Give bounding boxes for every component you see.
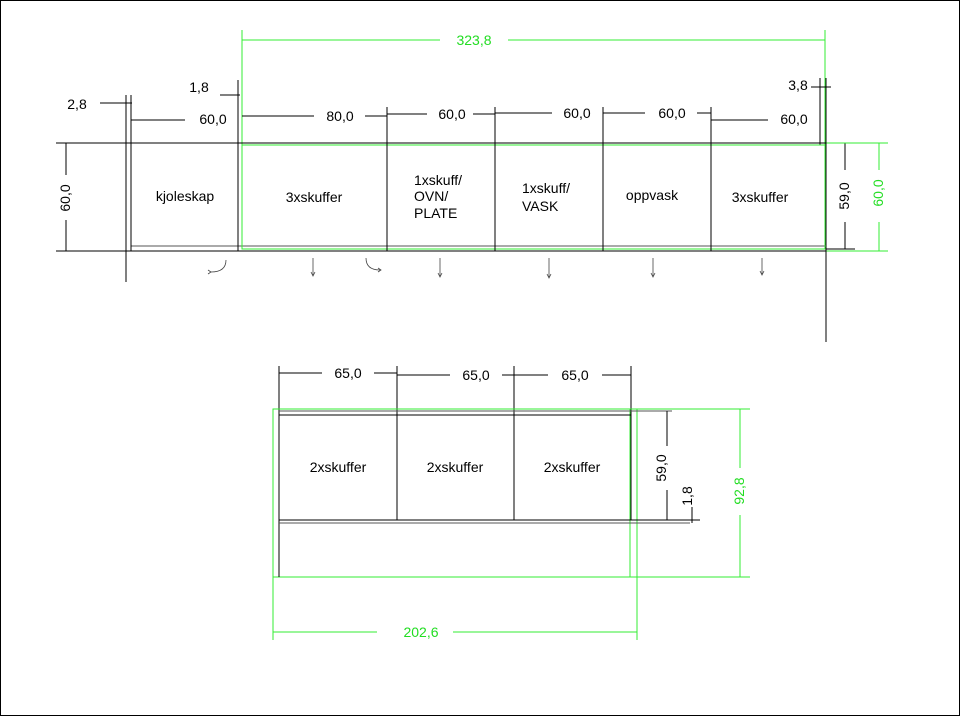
width-label-6: 60,0: [780, 111, 807, 127]
left-depth-label: 60,0: [57, 184, 73, 211]
right-outer-depth-label: 60,0: [870, 179, 886, 206]
overall-width-dimension: 323,8: [241, 30, 826, 145]
width-label-3: 60,0: [438, 106, 465, 122]
left-depth-dimension: 60,0: [56, 142, 132, 252]
cabinet-row: kjoleskap 3xskuffer 1xskuff/ OVN/ PLATE …: [125, 142, 827, 252]
unit-4-line-2: VASK: [522, 198, 559, 214]
bottom-width-label-3: 65,0: [561, 367, 588, 383]
bottom-width-label-1: 65,0: [334, 365, 361, 381]
bottom-cabinet-row: 2xskuffer 2xskuffer 2xskuffer: [278, 410, 700, 577]
top-gap-label: 1,8: [189, 79, 209, 95]
bottom-overall-outline: 202,6 92,8: [272, 408, 750, 640]
overall-width-label: 323,8: [456, 32, 491, 48]
bottom-overall-width-label: 202,6: [403, 624, 438, 640]
bottom-overall-height-label: 92,8: [731, 477, 747, 504]
unit-3-line-2: OVN/: [414, 188, 448, 204]
door-swing-left-icon: [210, 259, 227, 273]
unit-width-dimensions: 60,0 80,0 60,0 60,0 60,0 60,0: [131, 105, 808, 145]
width-label-4: 60,0: [563, 105, 590, 121]
bottom-unit-3-label: 2xskuffer: [544, 459, 601, 475]
unit-2-label: 3xskuffer: [286, 189, 343, 205]
bottom-unit-1-label: 2xskuffer: [310, 459, 367, 475]
unit-4-line-1: 1xskuff/: [522, 180, 570, 196]
right-inner-depth-label: 59,0: [836, 182, 852, 209]
width-label-2: 80,0: [326, 108, 353, 124]
bottom-width-label-2: 65,0: [462, 367, 489, 383]
bottom-plan: 65,0 65,0 65,0 202,6 92,8: [272, 365, 750, 640]
unit-3-line-1: 1xskuff/: [414, 172, 462, 188]
opening-arrows: [207, 257, 765, 279]
width-label-1: 60,0: [199, 111, 226, 127]
top-plan: 323,8 2,8 1,8 3,8 60,0 80,0: [56, 30, 888, 342]
width-label-5: 60,0: [658, 105, 685, 121]
unit-1-label: kjoleskap: [156, 188, 215, 204]
right-depth-dimension: 59,0 60,0: [826, 142, 888, 252]
top-gap-dimension: 1,8: [189, 79, 240, 145]
bottom-height-dimension: 59,0 1,8: [653, 411, 695, 523]
door-swing-right-icon: [365, 257, 381, 271]
bottom-inner-height-label: 59,0: [653, 454, 669, 481]
unit-6-label: 3xskuffer: [732, 189, 789, 205]
bottom-unit-2-label: 2xskuffer: [427, 459, 484, 475]
bottom-width-dimensions: 65,0 65,0 65,0: [278, 365, 632, 415]
unit-5-label: oppvask: [626, 187, 679, 203]
bottom-gap-label: 1,8: [679, 486, 695, 506]
unit-3-line-3: PLATE: [414, 205, 457, 221]
left-offset-label: 2,8: [67, 96, 87, 112]
right-offset-label: 3,8: [788, 77, 808, 93]
